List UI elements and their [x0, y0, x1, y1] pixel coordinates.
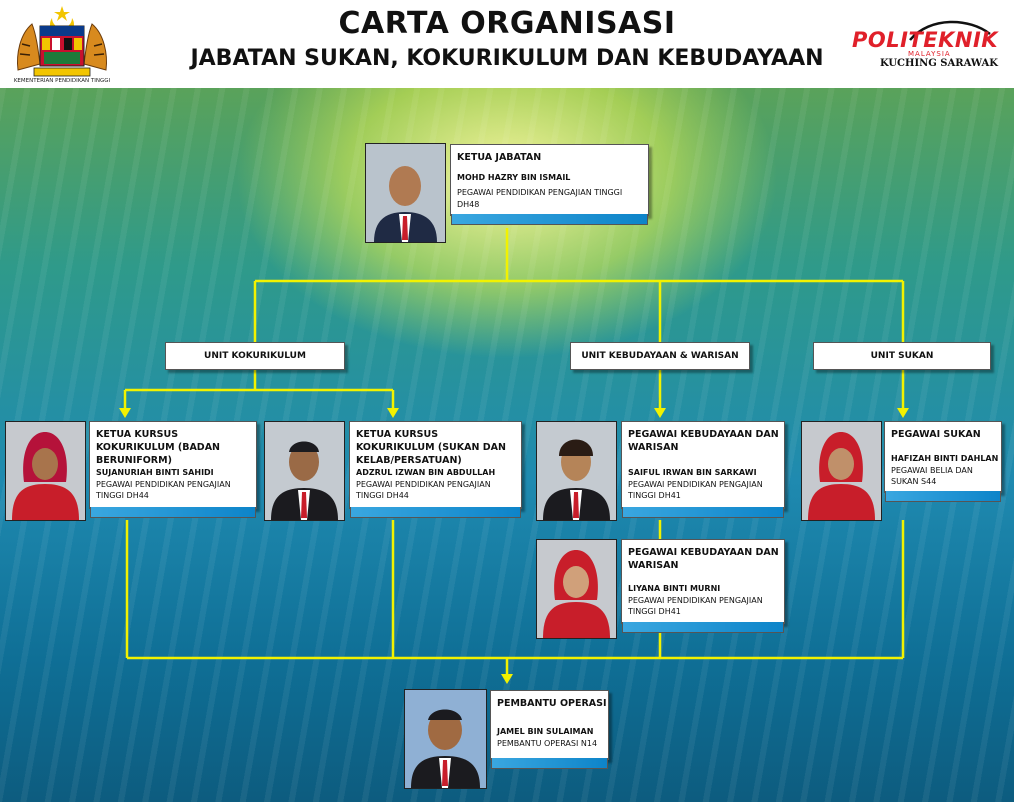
staff-photo-saiful: [536, 421, 617, 521]
card-accent-bar: [350, 507, 521, 518]
ops-role: PEMBANTU OPERASI: [497, 698, 607, 709]
staff-name: ADZRUL IZWAN BIN ABDULLAH: [356, 468, 496, 477]
staff-role: PEGAWAI KEBUDAYAAN DAN WARISAN: [628, 547, 779, 571]
politeknik-sub: MALAYSIA: [908, 50, 951, 58]
staff-card-adzrul: KETUA KURSUS KOKURIKULUM (SUKAN DAN KELA…: [349, 421, 522, 518]
staff-role: PEGAWAI KEBUDAYAAN DAN WARISAN: [628, 429, 779, 453]
staff-card-sujanuriah: KETUA KURSUS KOKURIKULUM (BADAN BERUNIFO…: [89, 421, 257, 518]
staff-role: KETUA KURSUS KOKURIKULUM (BADAN BERUNIFO…: [96, 429, 220, 466]
staff-position: PEGAWAI BELIA DAN SUKAN S44: [891, 466, 973, 486]
unit-sukan: UNIT SUKAN: [813, 342, 991, 370]
page-title: CARTA ORGANISASI: [338, 6, 676, 41]
card-accent-bar: [491, 758, 608, 769]
ops-card: PEMBANTU OPERASI JAMEL BIN SULAIMAN PEMB…: [490, 690, 609, 769]
unit-kebudayaan-warisan: UNIT KEBUDAYAAN & WARISAN: [570, 342, 750, 370]
staff-position: PEGAWAI PENDIDIKAN PENGAJIAN TINGGI DH44: [356, 480, 491, 500]
page-header: KEMENTERIAN PENDIDIKAN TINGGI CARTA ORGA…: [0, 0, 1014, 88]
staff-name: SAIFUL IRWAN BIN SARKAWI: [628, 468, 757, 477]
staff-role: PEGAWAI SUKAN: [891, 429, 981, 440]
card-accent-bar: [885, 491, 1001, 502]
left-logo-caption: KEMENTERIAN PENDIDIKAN TINGGI: [13, 78, 111, 84]
page-subtitle: JABATAN SUKAN, KOKURIKULUM DAN KEBUDAYAA…: [190, 46, 824, 71]
head-name: MOHD HAZRY BIN ISMAIL: [457, 173, 571, 182]
staff-position: PEGAWAI PENDIDIKAN PENGAJIAN TINGGI DH41: [628, 596, 763, 616]
staff-photo-liyana: [536, 539, 617, 639]
head-position: PEGAWAI PENDIDIKAN PENGAJIAN TINGGI: [457, 188, 623, 197]
staff-name: SUJANURIAH BINTI SAHIDI: [96, 468, 214, 477]
head-card: KETUA JABATAN MOHD HAZRY BIN ISMAIL PEGA…: [450, 144, 649, 225]
staff-card-saiful: PEGAWAI KEBUDAYAAN DAN WARISAN SAIFUL IR…: [621, 421, 785, 518]
staff-position: PEGAWAI PENDIDIKAN PENGAJIAN TINGGI DH44: [96, 480, 231, 500]
card-accent-bar: [622, 622, 784, 633]
card-accent-bar: [622, 507, 784, 518]
politeknik-logo: POLITEKNIK MALAYSIA KUCHING SARAWAK: [850, 18, 1000, 78]
head-role: KETUA JABATAN: [457, 152, 542, 163]
unit-kokurikulum: UNIT KOKURIKULUM: [165, 342, 345, 370]
kementerian-crest-logo: [14, 4, 110, 86]
head-grade: DH48: [457, 200, 480, 209]
staff-name: HAFIZAH BINTI DAHLAN: [891, 454, 999, 463]
staff-photo-hafizah: [801, 421, 882, 521]
staff-card-liyana: PEGAWAI KEBUDAYAAN DAN WARISAN LIYANA BI…: [621, 539, 785, 633]
head-photo: [365, 143, 446, 243]
staff-photo-sujanuriah: [5, 421, 86, 521]
staff-card-hafizah: PEGAWAI SUKAN HAFIZAH BINTI DAHLAN PEGAW…: [884, 421, 1002, 502]
politeknik-city: KUCHING SARAWAK: [880, 58, 998, 69]
staff-position: PEGAWAI PENDIDIKAN PENGAJIAN TINGGI DH41: [628, 480, 763, 500]
staff-photo-adzrul: [264, 421, 345, 521]
staff-name: LIYANA BINTI MURNI: [628, 584, 721, 593]
ops-photo: [404, 689, 487, 789]
politeknik-brand: POLITEKNIK: [852, 28, 999, 52]
staff-role: KETUA KURSUS KOKURIKULUM (SUKAN DAN KELA…: [356, 429, 506, 466]
ops-position: PEMBANTU OPERASI N14: [497, 739, 598, 748]
card-accent-bar: [451, 214, 648, 225]
ops-name: JAMEL BIN SULAIMAN: [497, 727, 594, 736]
card-accent-bar: [90, 507, 256, 518]
